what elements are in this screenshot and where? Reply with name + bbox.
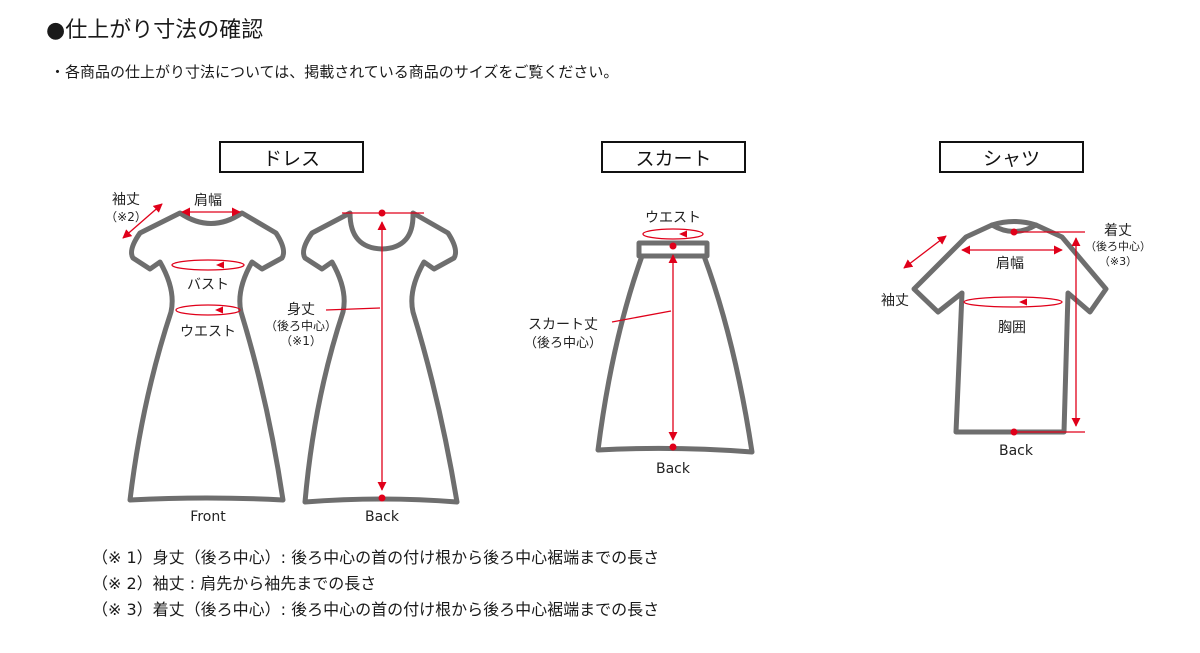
dress-bust-label: バスト xyxy=(187,277,229,293)
dress-body-length-sub: （後ろ中心） xyxy=(265,318,337,333)
dress-back-top-dot xyxy=(378,209,386,217)
dress-back-bottom-dot xyxy=(378,494,386,502)
skirt-top-dot xyxy=(669,242,677,250)
dress-shoulder-label: 肩幅 xyxy=(194,193,222,209)
footnote-2: （※ 2）袖丈 : 肩先から袖先までの長さ xyxy=(92,574,377,593)
skirt-waist-ellipse xyxy=(642,228,704,240)
dress-sleeve-note: （※2） xyxy=(105,210,147,224)
dress-waist-ellipse xyxy=(175,304,241,316)
shirt-length-label: 着丈 xyxy=(1104,223,1132,239)
dress-body-length-note: （※1） xyxy=(280,334,322,348)
skirt-back-caption: Back xyxy=(656,461,691,477)
shirt-back-caption: Back xyxy=(999,443,1034,459)
skirt-outline xyxy=(595,240,755,455)
dress-front-caption: Front xyxy=(190,509,226,525)
dress-back-caption: Back xyxy=(365,509,400,525)
shirt-measures xyxy=(903,231,1085,433)
dress-label-box: ドレス xyxy=(219,141,364,173)
dress-front-measures xyxy=(122,203,245,316)
shirt-shoulder-label: 肩幅 xyxy=(996,256,1024,272)
shirt-label: シャツ xyxy=(982,147,1040,170)
skirt-waist-arrowhead xyxy=(679,230,687,238)
page-subtitle: ・各商品の仕上がり寸法については、掲載されている商品のサイズをご覧ください。 xyxy=(50,63,619,81)
dress-back-measures xyxy=(325,212,424,491)
skirt-length-label: スカート丈 xyxy=(528,317,598,333)
dress-bust-arrowhead xyxy=(216,261,224,269)
skirt-label-box: スカート xyxy=(601,141,746,173)
skirt-length-leader xyxy=(611,310,672,323)
dress-sleeve-label: 袖丈 xyxy=(112,192,140,208)
dress-body-length-label: 身丈 xyxy=(287,302,315,318)
page-title: ●仕上がり寸法の確認 xyxy=(46,18,264,43)
shirt-label-box: シャツ xyxy=(939,141,1084,173)
shirt-length-sub: （後ろ中心） xyxy=(1085,239,1151,253)
dress-label: ドレス xyxy=(262,147,320,170)
shirt-bottom-dot xyxy=(1010,428,1018,436)
shirt-length-note: （※3） xyxy=(1099,255,1137,268)
shirt-chest-arrowhead xyxy=(1019,298,1027,306)
skirt-bottom-dot xyxy=(669,443,677,451)
footnote-3: （※ 3）着丈（後ろ中心）: 後ろ中心の首の付け根から後ろ中心裾端までの長さ xyxy=(92,600,660,619)
skirt-label: スカート xyxy=(635,147,712,170)
dress-body-length-leader xyxy=(325,307,381,311)
skirt-waist-label: ウエスト xyxy=(645,210,701,226)
footnote-1: （※ 1）身丈（後ろ中心）: 後ろ中心の首の付け根から後ろ中心裾端までの長さ xyxy=(92,548,660,567)
shirt-top-dot xyxy=(1010,228,1018,236)
skirt-length-sub: （後ろ中心） xyxy=(524,336,602,351)
skirt-measures xyxy=(611,228,704,441)
shirt-chest-label: 胸囲 xyxy=(998,320,1026,336)
dress-sleeve-arrow xyxy=(122,203,163,239)
dress-back-outline xyxy=(301,210,460,505)
shirt-chest-ellipse xyxy=(963,296,1063,308)
dress-front-outline xyxy=(127,210,286,503)
shirt-sleeve-label: 袖丈 xyxy=(881,293,909,309)
dress-waist-label: ウエスト xyxy=(180,324,236,340)
shirt-sleeve-arrow xyxy=(903,235,947,269)
dress-waist-arrowhead xyxy=(215,306,223,314)
dress-bust-ellipse xyxy=(171,259,245,271)
